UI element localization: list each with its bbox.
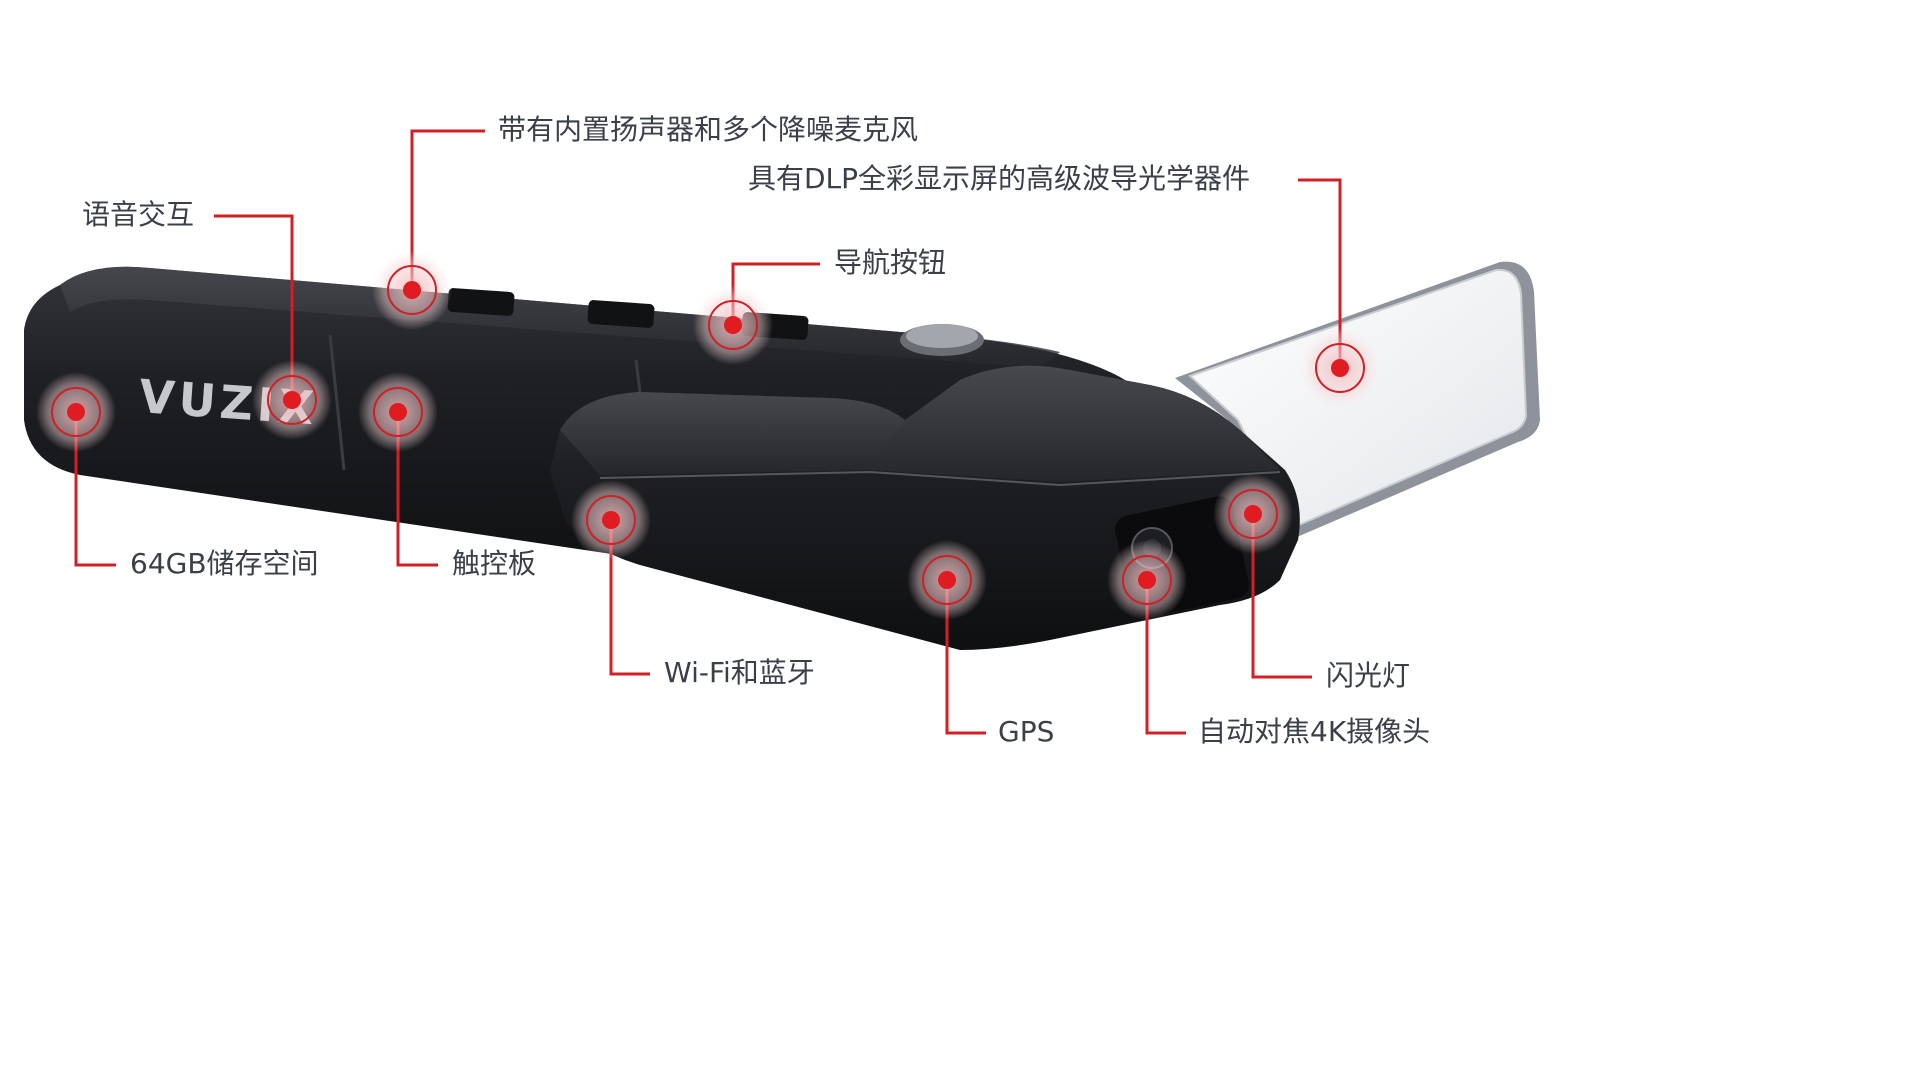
label-flash: 闪光灯	[1326, 659, 1411, 692]
marker-nav-buttons	[693, 285, 773, 365]
product-diagram: VUZIX 带有内置扬声器和多个降噪麦克风 具有DLP全彩显示屏的高级波导光学器…	[24, 113, 1540, 748]
leader-camera	[1145, 580, 1186, 735]
leader-dlp-waveguide	[1298, 178, 1342, 368]
label-touchpad: 触控板	[452, 547, 537, 580]
label-wifi-bt: Wi-Fi和蓝牙	[664, 656, 815, 689]
leader-speaker-mics	[410, 129, 485, 290]
leader-voice	[214, 214, 294, 400]
marker-storage	[36, 372, 116, 452]
marker-gps	[907, 540, 987, 620]
marker-flash	[1213, 474, 1293, 554]
leader-flash	[1251, 514, 1312, 679]
marker-voice	[252, 360, 332, 440]
label-nav-buttons: 导航按钮	[834, 246, 947, 279]
leader-gps	[945, 580, 986, 735]
leader-touchpad	[396, 412, 438, 567]
marker-speaker-mics	[372, 250, 452, 330]
leader-storage	[74, 412, 116, 567]
label-camera: 自动对焦4K摄像头	[1198, 715, 1431, 748]
smart-glasses-illustration: VUZIX	[24, 129, 1540, 735]
marker-touchpad	[358, 372, 438, 452]
label-voice: 语音交互	[82, 198, 195, 231]
label-storage: 64GB储存空间	[130, 547, 319, 580]
marker-dlp-waveguide	[1300, 328, 1380, 408]
marker-camera	[1107, 540, 1187, 620]
leader-wifi-bt	[609, 520, 650, 676]
marker-wifi-bt	[571, 480, 651, 560]
label-dlp-waveguide: 具有DLP全彩显示屏的高级波导光学器件	[748, 162, 1251, 195]
label-speaker-mics: 带有内置扬声器和多个降噪麦克风	[498, 113, 919, 146]
callout-markers	[36, 250, 1380, 620]
label-gps: GPS	[998, 715, 1055, 748]
